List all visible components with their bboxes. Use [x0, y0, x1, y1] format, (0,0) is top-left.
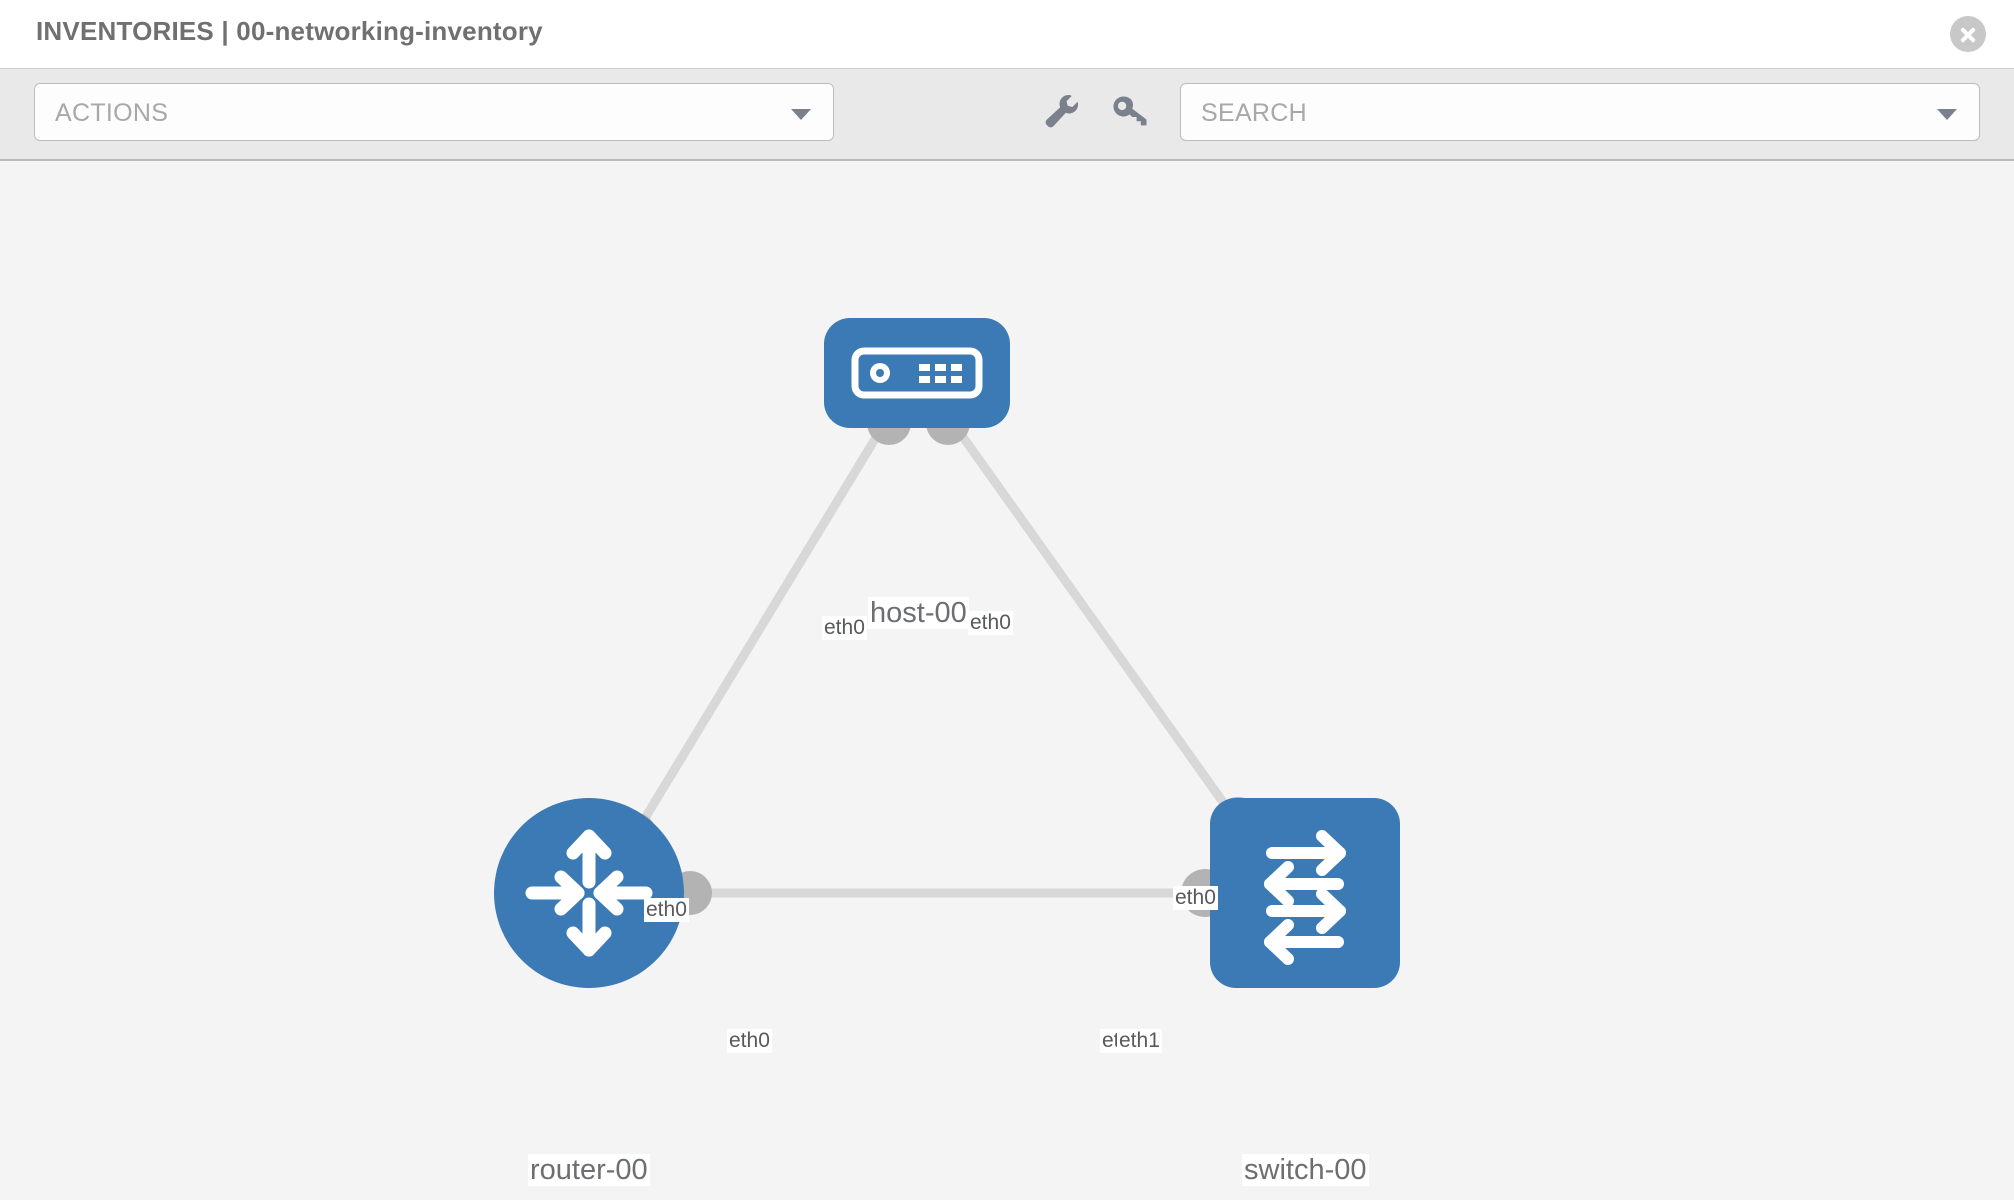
- iface-label-router-right: eth0: [727, 1029, 772, 1054]
- server-icon: [851, 347, 983, 399]
- router-arrows-icon: [525, 829, 653, 957]
- link-host-router: [621, 413, 893, 854]
- node-switch-00[interactable]: [1210, 798, 1400, 988]
- iface-label-switch-left: eth1: [1117, 1029, 1162, 1054]
- node-router-00[interactable]: [494, 798, 684, 988]
- topology-canvas[interactable]: eth0 host-00 eth0 eth0 eth0 eth0 eth0 et…: [0, 161, 2014, 1200]
- search-placeholder-label: SEARCH: [1201, 99, 1307, 127]
- search-input[interactable]: SEARCH: [1180, 83, 1980, 141]
- iface-label-host-left: eth0: [822, 616, 867, 641]
- node-label-router-00: router-00: [528, 1154, 650, 1187]
- node-label-switch-00: switch-00: [1242, 1154, 1369, 1187]
- title-bar: INVENTORIES | 00-networking-inventory: [0, 0, 2014, 68]
- topology-links-layer: [616, 401, 1262, 917]
- actions-dropdown[interactable]: ACTIONS: [34, 83, 834, 141]
- close-icon[interactable]: [1950, 16, 1986, 52]
- iface-label-switch-up: eth0: [1173, 886, 1218, 911]
- node-label-host-00: host-00: [868, 597, 969, 630]
- iface-label-router-up: eth0: [644, 898, 689, 923]
- page-title: INVENTORIES | 00-networking-inventory: [36, 16, 543, 46]
- key-icon[interactable]: [1108, 91, 1150, 133]
- link-host-switch: [944, 413, 1249, 836]
- switch-arrows-icon: [1264, 830, 1346, 965]
- iface-label-host-right: eth0: [968, 611, 1013, 636]
- chevron-down-icon[interactable]: [1937, 109, 1957, 120]
- actions-dropdown-label: ACTIONS: [55, 99, 169, 127]
- toolbar: ACTIONS SEARCH: [0, 68, 2014, 161]
- node-host-00[interactable]: [824, 318, 1010, 428]
- wrench-icon[interactable]: [1040, 91, 1082, 133]
- chevron-down-icon: [791, 109, 811, 120]
